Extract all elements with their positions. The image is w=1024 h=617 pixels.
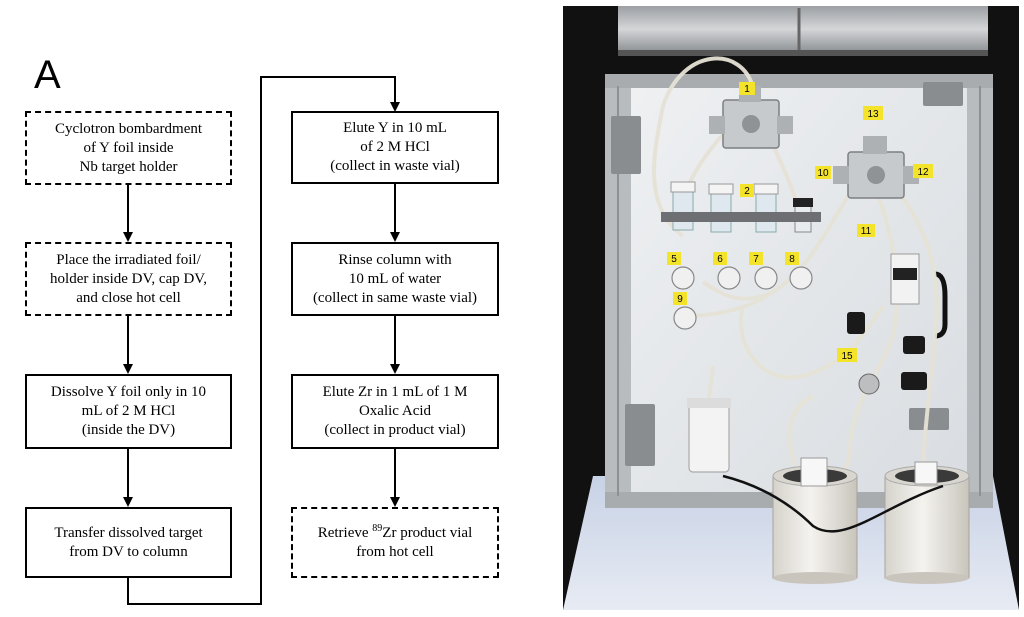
door-handle	[934, 271, 948, 339]
clamp-3	[901, 372, 927, 390]
step-1-line-1: Cyclotron bombardment	[54, 120, 203, 137]
latch-right-lower	[909, 408, 949, 430]
arrow-4-5	[127, 76, 400, 605]
photo-label-6: 6	[717, 254, 723, 265]
flowchart-connectors	[123, 76, 400, 605]
photo-label-9: 9	[677, 294, 683, 305]
step-8-line-2: from hot cell	[356, 543, 434, 560]
step-5-line-2: of 2 M HCl	[360, 139, 430, 155]
step-3-line-3: (inside the DV)	[81, 422, 176, 438]
step-3-line-2: mL of 2 M HCl	[81, 403, 176, 419]
photo-label-15: 15	[841, 351, 853, 362]
step-8-line-1: Retrieve 89Zr product vial	[317, 522, 473, 543]
step-2-box: Place the irradiated foil/ holder inside…	[25, 242, 232, 316]
step-1-line-2: of Y foil inside	[83, 139, 174, 156]
step-5-line-3: (collect in waste vial)	[330, 158, 460, 174]
step-1-line-3: Nb target holder	[79, 158, 178, 175]
step-5-box: Elute Y in 10 mL of 2 M HCl (collect in …	[291, 111, 499, 184]
valve-15	[858, 373, 880, 395]
clamp-1	[847, 312, 865, 334]
step-4-box: Transfer dissolved target from DV to col…	[25, 507, 232, 578]
cable	[722, 474, 944, 533]
step-1-box: Cyclotron bombardment of Y foil inside N…	[25, 111, 232, 185]
step-2-line-2: holder inside DV, cap DV,	[50, 270, 207, 287]
apparatus-photo: 1 2 5 6 7 8 9 10 11 12 13 15	[563, 6, 1019, 610]
photo-label-7: 7	[753, 254, 759, 265]
photo-label-12: 12	[917, 167, 929, 178]
step-8-superscript: 89	[372, 522, 383, 534]
photo-label-2: 2	[744, 186, 750, 197]
step-2-line-3: and close hot cell	[76, 289, 181, 306]
step-7-line-1: Elute Zr in 1 mL of 1 M	[322, 384, 468, 400]
waste-vessel	[772, 457, 858, 584]
photo-label-1: 1	[744, 84, 750, 95]
photo-label-8: 8	[789, 254, 795, 265]
photo-label-10: 10	[817, 168, 829, 179]
pinch-valves	[671, 266, 813, 330]
frame-top	[605, 74, 993, 88]
step-8-pre: Retrieve	[317, 524, 373, 541]
step-8-box: Retrieve 89Zr product vial from hot cell	[291, 507, 499, 578]
latch-right	[923, 82, 963, 106]
step-3-line-1: Dissolve Y foil only in 10	[50, 384, 207, 400]
clamp-2	[903, 336, 925, 354]
step-4-line-1: Transfer dissolved target	[54, 524, 203, 541]
vial-bracket	[661, 212, 821, 222]
step-4-line-2: from DV to column	[69, 543, 188, 560]
hinge-lower	[625, 404, 655, 466]
panel-label-a: A	[34, 53, 61, 97]
step-7-line-3: (collect in product vial)	[324, 422, 466, 438]
step-2-line-1: Place the irradiated foil/	[56, 251, 201, 268]
photo-label-11: 11	[861, 226, 872, 237]
top-housing	[618, 6, 988, 52]
step-7-box: Elute Zr in 1 mL of 1 M Oxalic Acid (col…	[291, 374, 499, 449]
step-6-line-2: 10 mL of water	[348, 270, 442, 287]
reservoir	[688, 403, 730, 473]
step-6-line-1: Rinse column with	[338, 251, 452, 268]
step-6-line-3: (collect in same waste vial)	[312, 289, 478, 306]
step-5-line-1: Elute Y in 10 mL	[343, 120, 447, 136]
step-3-box: Dissolve Y foil only in 10 mL of 2 M HCl…	[25, 374, 232, 449]
photo-label-13: 13	[867, 109, 879, 120]
photo-label-5: 5	[671, 254, 677, 265]
step-6-box: Rinse column with 10 mL of water (collec…	[291, 242, 499, 316]
hinge-upper	[611, 116, 641, 174]
step-7-line-2: Oxalic Acid	[358, 403, 432, 419]
product-vessel	[884, 461, 970, 584]
step-8-post: Zr product vial	[382, 524, 473, 541]
